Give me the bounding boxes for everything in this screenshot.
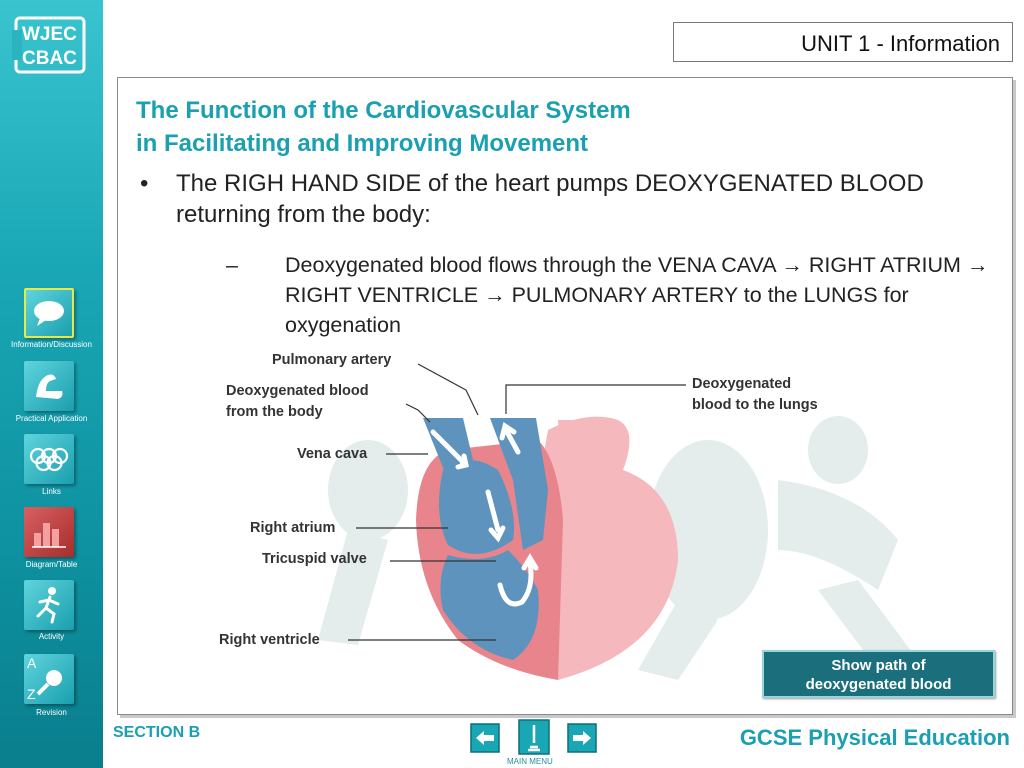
sidebar-item-label: Diagram/Table xyxy=(25,560,78,569)
sidebar-item-activity[interactable]: Activity xyxy=(0,580,103,650)
label-deoxygenated-to-lungs-2: blood to the lungs xyxy=(692,397,818,413)
label-right-atrium: Right atrium xyxy=(250,520,336,536)
background-athlete-silhouettes xyxy=(318,416,918,680)
label-pulmonary-artery: Pulmonary artery xyxy=(272,352,392,368)
wjec-logo: WJEC CBAC xyxy=(12,16,88,74)
sidebar-item-practical[interactable]: Practical Application xyxy=(0,361,103,431)
show-path-button[interactable]: Show path of deoxygenated blood xyxy=(762,650,995,698)
main-menu-icon xyxy=(518,719,550,755)
arrow-left-icon xyxy=(470,723,500,753)
main-menu-button[interactable] xyxy=(518,719,550,755)
left-heart-faded xyxy=(522,416,678,680)
bullet-mark: • xyxy=(140,170,149,197)
course-title: GCSE Physical Education xyxy=(739,725,1010,750)
label-tricuspid-valve: Tricuspid valve xyxy=(262,551,367,567)
label-deoxygenated-from-body-2: from the body xyxy=(226,404,323,420)
sidebar-item-revision[interactable]: A Z Revision xyxy=(0,654,103,724)
sidebar-item-links[interactable]: Links xyxy=(0,434,103,504)
sidebar-item-label: Revision xyxy=(36,708,67,717)
revision-letter-a: A xyxy=(27,655,37,671)
page-title-line1: The Function of the Cardiovascular Syste… xyxy=(136,97,631,124)
flexed-arm-icon xyxy=(24,361,74,411)
label-right-ventricle: Right ventricle xyxy=(219,632,320,648)
heart-diagram: Pulmonary artery Deoxygenated blood from… xyxy=(118,340,1012,712)
page-title: The Function of the Cardiovascular Syste… xyxy=(136,94,836,160)
running-person-icon xyxy=(24,580,74,630)
bullet-text: The RIGH HAND SIDE of the heart pumps DE… xyxy=(176,170,924,228)
sidebar-item-information[interactable]: Information/Discussion xyxy=(0,288,103,358)
bar-chart-icon xyxy=(24,507,74,557)
main-menu-label: MAIN MENU xyxy=(507,757,553,766)
label-leader-lines xyxy=(348,363,686,641)
show-path-button-line2: deoxygenated blood xyxy=(805,676,952,693)
deoxygenated-blood-path xyxy=(423,418,548,660)
sub-bullet-text: Deoxygenated blood flows through the VEN… xyxy=(285,253,989,337)
section-label: SECTION B xyxy=(113,724,201,741)
sub-bullet-mark: – xyxy=(226,253,238,277)
unit-title: UNIT 1 - Information xyxy=(801,31,1000,56)
speech-bubble-icon xyxy=(24,288,74,338)
sidebar: WJEC CBAC Information/Discussion Practic… xyxy=(0,0,103,768)
logo-text-cbac: CBAC xyxy=(22,48,77,69)
unit-header-box: UNIT 1 - Information xyxy=(673,22,1013,62)
arrow-right-icon xyxy=(567,723,597,753)
revision-letter-z: Z xyxy=(27,686,36,702)
flow-arrows xyxy=(430,421,539,607)
page-title-line2: in Facilitating and Improving Movement xyxy=(136,130,589,157)
forward-button[interactable] xyxy=(567,723,597,753)
olympic-rings-icon xyxy=(24,434,74,484)
sidebar-item-label: Information/Discussion xyxy=(11,340,92,349)
label-deoxygenated-from-body-1: Deoxygenated blood xyxy=(226,383,369,399)
back-button[interactable] xyxy=(470,723,500,753)
sidebar-item-label: Links xyxy=(42,487,61,496)
label-vena-cava: Vena cava xyxy=(297,446,368,462)
sidebar-item-label: Practical Application xyxy=(15,414,88,423)
logo-text-wjec: WJEC xyxy=(22,24,77,45)
magnifier-az-icon: A Z xyxy=(24,654,74,704)
sidebar-item-label: Activity xyxy=(38,632,65,641)
label-deoxygenated-to-lungs-1: Deoxygenated xyxy=(692,376,792,392)
show-path-button-line1: Show path of xyxy=(831,657,926,674)
sidebar-item-diagram[interactable]: Diagram/Table xyxy=(0,507,103,577)
